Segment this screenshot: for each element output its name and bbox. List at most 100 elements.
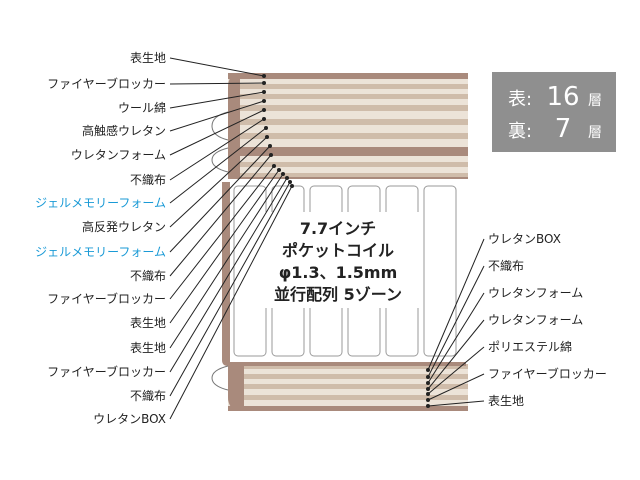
top-layer-stripe-4 xyxy=(228,89,468,94)
right-leader-dot-7 xyxy=(426,404,430,408)
left-label-3: ウール綿 xyxy=(117,101,166,115)
left-leader-dot-4 xyxy=(262,99,266,103)
coil-text-backdrop xyxy=(256,212,420,308)
left-leader-dot-14 xyxy=(285,176,289,180)
left-leader-line-3 xyxy=(169,91,265,109)
left-label-14: ファイヤーブロッカー xyxy=(47,365,166,379)
left-leader-line-11 xyxy=(169,165,275,300)
bottom-layer-stripe-6 xyxy=(228,389,468,395)
right-label-4: ウレタンフォーム xyxy=(488,313,584,327)
right-leader-line-3 xyxy=(427,292,485,384)
left-leader-line-14 xyxy=(169,177,288,373)
right-label-3: ウレタンフォーム xyxy=(488,286,584,300)
coil-spec-line-4: 並行配列 5ゾーン xyxy=(274,285,402,304)
right-leader-line-4 xyxy=(427,319,485,390)
left-leader-line-1 xyxy=(169,57,265,77)
coil-spec-line-1: 7.7インチ xyxy=(299,219,377,238)
front-layer-count: 表: 16 層 xyxy=(508,82,616,114)
handle-tab-bottom xyxy=(211,365,229,391)
left-leader-line-16 xyxy=(169,185,293,420)
right-leader-dot-3 xyxy=(426,381,430,385)
left-leader-dot-13 xyxy=(281,172,285,176)
left-leader-dot-5 xyxy=(262,108,266,112)
left-leader-line-10 xyxy=(169,154,272,277)
right-leader-dot-5 xyxy=(426,392,430,396)
top-layer-stripe-1 xyxy=(228,73,468,79)
bottom-layer-stripe-7 xyxy=(228,395,468,400)
right-leader-line-2 xyxy=(427,265,485,378)
top-layer-stripe-3 xyxy=(228,84,468,89)
bottom-corner-shade xyxy=(228,364,244,411)
right-label-7: 表生地 xyxy=(488,394,525,408)
bottom-layer-stripe-4 xyxy=(228,379,468,384)
top-layer-stripe-8 xyxy=(228,111,468,119)
right-label-2: 不織布 xyxy=(488,259,525,273)
left-label-15: 不織布 xyxy=(129,389,166,403)
top-layer-stripe-14 xyxy=(228,156,468,162)
left-leader-line-5 xyxy=(169,109,265,156)
left-leader-line-15 xyxy=(169,181,291,397)
back-label: 裏: xyxy=(508,121,533,142)
left-label-6: 不織布 xyxy=(129,173,166,187)
left-leader-line-9 xyxy=(169,145,271,253)
right-label-6: ファイヤーブロッカー xyxy=(488,367,607,381)
top-layer-stripe-7 xyxy=(228,105,468,111)
left-leader-line-7 xyxy=(169,127,267,204)
pocket-coil-unit xyxy=(233,185,457,357)
left-label-13: 表生地 xyxy=(129,341,166,355)
right-label-5: ポリエステル綿 xyxy=(488,340,573,354)
right-leader-dot-1 xyxy=(426,368,430,372)
left-leader-line-4 xyxy=(169,100,265,132)
back-unit: 層 xyxy=(588,125,602,141)
top-layer-stripe-17 xyxy=(228,173,468,177)
top-corner-shade xyxy=(228,73,240,179)
bottom-layer-stripe-5 xyxy=(228,384,468,389)
left-label-9: ジェルメモリーフォーム xyxy=(35,245,166,259)
coil-spec-text: 7.7インチ ポケットコイル φ1.3、1.5mm 並行配列 5ゾーン xyxy=(258,218,418,306)
left-label-11: ファイヤーブロッカー xyxy=(47,292,166,306)
front-value: 16 xyxy=(546,82,580,112)
left-leader-dot-12 xyxy=(277,168,281,172)
front-unit: 層 xyxy=(588,93,602,109)
left-leader-dot-11 xyxy=(272,164,276,168)
left-label-12: 表生地 xyxy=(129,316,166,330)
bottom-layer-stripe-3 xyxy=(228,374,468,379)
left-label-5: ウレタンフォーム xyxy=(70,148,166,162)
left-label-16: ウレタンBOX xyxy=(93,412,166,426)
left-label-10: 不織布 xyxy=(129,269,166,283)
right-leader-line-1 xyxy=(427,238,485,371)
bottom-layer-stripe-2 xyxy=(228,369,468,374)
left-label-2: ファイヤーブロッカー xyxy=(47,77,166,91)
top-layer-stripe-9 xyxy=(228,119,468,125)
right-leader-line-6 xyxy=(427,373,485,401)
left-label-4: 高触感ウレタン xyxy=(81,124,166,138)
left-leader-line-13 xyxy=(169,173,284,349)
left-leader-dot-16 xyxy=(290,184,294,188)
right-leader-dot-4 xyxy=(426,387,430,391)
top-layer-stripe-13 xyxy=(228,147,468,156)
top-layer-stripe-15 xyxy=(228,162,468,167)
left-leader-dot-3 xyxy=(262,90,266,94)
right-leader-line-5 xyxy=(427,346,485,395)
front-label: 表: xyxy=(508,89,533,110)
left-label-1: 表生地 xyxy=(129,51,166,65)
coil-spec-line-3: φ1.3、1.5mm xyxy=(278,263,398,282)
top-layer-stripe-2 xyxy=(228,79,468,84)
top-layer-stripe-10 xyxy=(228,125,468,133)
top-layer-stripe-11 xyxy=(228,133,468,139)
bottom-layer-stripe-8 xyxy=(228,400,468,406)
top-layer-stripe-18 xyxy=(228,177,468,179)
left-leader-dot-6 xyxy=(262,117,266,121)
left-leader-dot-10 xyxy=(269,153,273,157)
mattress-layers xyxy=(211,73,468,411)
right-leader-line-7 xyxy=(427,400,485,407)
left-leader-dot-9 xyxy=(268,144,272,148)
left-leader-dot-8 xyxy=(265,135,269,139)
back-value: 7 xyxy=(554,114,572,144)
top-layer-stripe-5 xyxy=(228,94,468,99)
leader-lines xyxy=(169,57,485,420)
top-layer-stripe-16 xyxy=(228,167,468,173)
back-layer-count: 裏: 7 層 xyxy=(508,114,616,146)
left-leader-line-6 xyxy=(169,118,265,181)
bottom-layer-stripe-9 xyxy=(228,406,468,411)
